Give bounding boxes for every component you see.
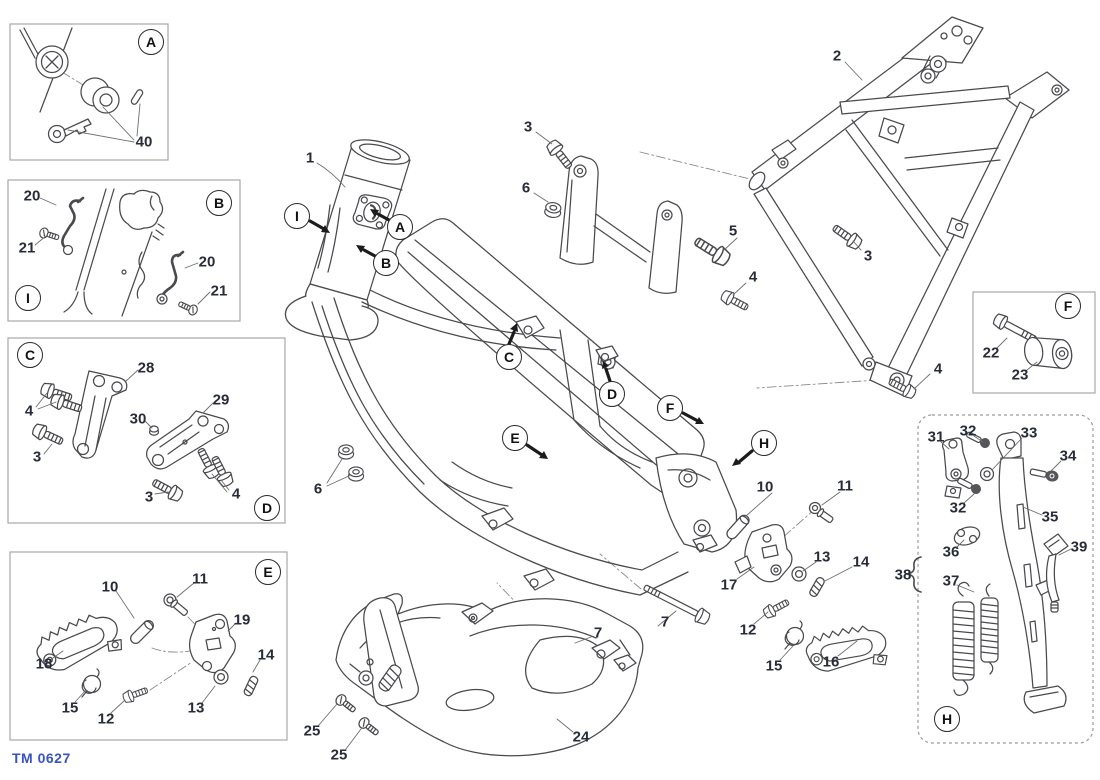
inset-box-f — [972, 291, 1096, 394]
right-footpeg-assembly — [724, 501, 892, 682]
inset-box-b-i — [7, 179, 241, 322]
frame-drawing — [284, 139, 738, 596]
skid-plate-drawing — [335, 593, 644, 757]
inset-box-e — [9, 551, 288, 741]
view-arrows — [308, 209, 754, 466]
inset-e-art — [30, 593, 260, 705]
inset-f-art — [992, 313, 1073, 370]
drawing-code: TM 0627 — [12, 750, 71, 766]
inset-box-a — [9, 23, 169, 161]
inset-box-c-d — [7, 337, 286, 524]
subframe-drawing — [748, 16, 1070, 397]
leader-lines — [34, 61, 1072, 750]
inset-h-art — [906, 431, 1069, 714]
inset-box-h-dashed — [917, 414, 1094, 744]
inset-a-art — [19, 27, 144, 144]
inset-b-i-art — [37, 188, 200, 317]
inset-c-d-art — [29, 370, 237, 505]
